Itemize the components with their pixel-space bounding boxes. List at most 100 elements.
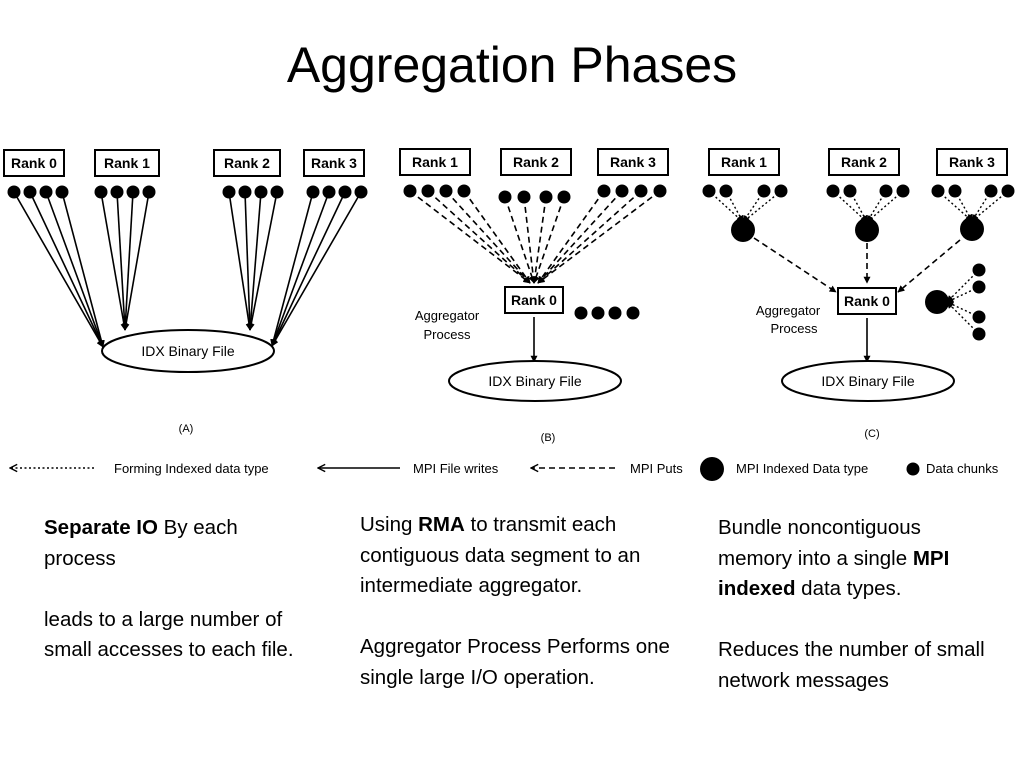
mpi-indexed-data-type-dot (731, 218, 755, 242)
rank-label: Rank 3 (949, 154, 995, 170)
rank-label: Rank 2 (841, 154, 887, 170)
idx-binary-file-label: IDX Binary File (141, 343, 235, 359)
rank-box (504, 286, 564, 314)
mpi-file-write-arrow (116, 191, 129, 331)
mpi-put-arrow (523, 196, 537, 284)
mpi-indexed-data-type-dot (960, 217, 984, 241)
forming-indexed-arrow (971, 190, 1009, 222)
rank-label: Rank 1 (721, 154, 767, 170)
caption-column-c: Bundle noncontiguous memory into a singl… (718, 513, 998, 696)
mpi-file-write-arrow (122, 191, 150, 331)
data-chunk-dot (55, 185, 69, 199)
idx-binary-file-ellipse (101, 329, 275, 373)
data-chunk-dot (826, 184, 840, 198)
data-chunk-dot (354, 185, 368, 199)
data-chunk-dot (338, 185, 352, 199)
mpi-put-arrow (531, 196, 547, 284)
legend-large-dot (700, 457, 724, 481)
forming-indexed-arrow (742, 190, 782, 223)
data-chunk-dot (972, 263, 986, 277)
aggregator-label: Process (771, 321, 818, 336)
rank-box (94, 149, 160, 177)
aggregated-chunk-dot (626, 306, 640, 320)
legend-label: Data chunks (926, 461, 999, 476)
rank-label: Rank 1 (412, 154, 458, 170)
rank-label: Rank 0 (511, 292, 557, 308)
separate-io-label: Separate IO (44, 516, 158, 539)
data-chunk-dot (142, 185, 156, 199)
idx-binary-file-ellipse (781, 360, 955, 402)
data-chunk-dot (23, 185, 37, 199)
mpi-file-write-arrow (45, 191, 105, 348)
aggregated-chunk-dot (574, 306, 588, 320)
rank-label: Rank 0 (844, 293, 890, 309)
rank-box (828, 148, 900, 176)
legend-small-dot (906, 462, 920, 476)
data-chunk-dot (1001, 184, 1015, 198)
col3-para2: Reduces the number of small network mess… (718, 638, 985, 692)
rank-box (399, 148, 471, 176)
data-chunk-dot (517, 190, 531, 204)
rank-box (837, 287, 897, 315)
data-chunk-dot (110, 185, 124, 199)
forming-indexed-arrow (866, 190, 904, 223)
mpi-put-arrow (897, 239, 961, 293)
data-chunk-dot (757, 184, 771, 198)
data-chunk-dot (126, 185, 140, 199)
mpi-indexed-data-type-dot (925, 290, 949, 314)
mpi-put-arrow (537, 190, 642, 284)
mpi-put-arrow (537, 190, 661, 284)
aggregator-label: Aggregator (415, 308, 480, 323)
caption-column-a: Separate IO By each process leads to a l… (44, 513, 314, 666)
aggregated-chunk-dot (608, 306, 622, 320)
data-chunk-dot (322, 185, 336, 199)
mpi-put-arrow (753, 237, 837, 293)
data-chunk-dot (270, 185, 284, 199)
mpi-put-arrow (537, 190, 605, 284)
mpi-put-arrow (427, 190, 531, 284)
mpi-file-write-arrow (61, 191, 105, 348)
rank-label: Rank 1 (104, 155, 150, 171)
col2-line1-text: to transmit each contiguous data segment… (360, 513, 641, 597)
data-chunk-dot (39, 185, 53, 199)
data-chunk-dot (879, 184, 893, 198)
rank-label: Rank 0 (11, 155, 57, 171)
col2-para2: Aggregator Process Performs one single l… (360, 635, 670, 689)
data-chunk-dot (615, 184, 629, 198)
mpi-file-write-arrow (29, 191, 104, 348)
data-chunk-dot (597, 184, 611, 198)
rank-label: Rank 2 (224, 155, 270, 171)
rank-box (936, 148, 1008, 176)
rank-box (303, 149, 365, 177)
col3-line1-text: data types. (795, 577, 902, 600)
aggregated-chunk-dot (591, 306, 605, 320)
data-chunk-dot (984, 184, 998, 198)
data-chunk-dot (702, 184, 716, 198)
caption-column-b: Using RMA to transmit each contiguous da… (360, 510, 690, 693)
rank-box (597, 148, 669, 176)
col2-line1-pre: Using (360, 513, 419, 536)
legend-label: MPI File writes (413, 461, 499, 476)
rank-box (3, 149, 65, 177)
data-chunk-dot (972, 310, 986, 324)
mpi-put-arrow (537, 190, 623, 284)
data-chunk-dot (306, 185, 320, 199)
data-chunk-dot (843, 184, 857, 198)
data-chunk-dot (948, 184, 962, 198)
data-chunk-dot (7, 185, 21, 199)
forming-indexed-arrow (708, 190, 744, 223)
mpi-file-write-arrow (100, 191, 128, 331)
aggregator-label: Process (424, 327, 471, 342)
legend-label: MPI Indexed Data type (736, 461, 868, 476)
data-chunk-dot (498, 190, 512, 204)
data-chunk-dot (539, 190, 553, 204)
mpi-file-write-arrow (13, 191, 104, 348)
mpi-file-write-arrow (271, 191, 346, 347)
data-chunk-dot (719, 184, 733, 198)
mpi-file-write-arrow (270, 191, 314, 347)
rank-label: Rank 2 (513, 154, 559, 170)
rank-label: Rank 3 (311, 155, 357, 171)
data-chunk-dot (557, 190, 571, 204)
idx-binary-file-label: IDX Binary File (488, 373, 582, 389)
mpi-put-arrow (445, 190, 531, 284)
